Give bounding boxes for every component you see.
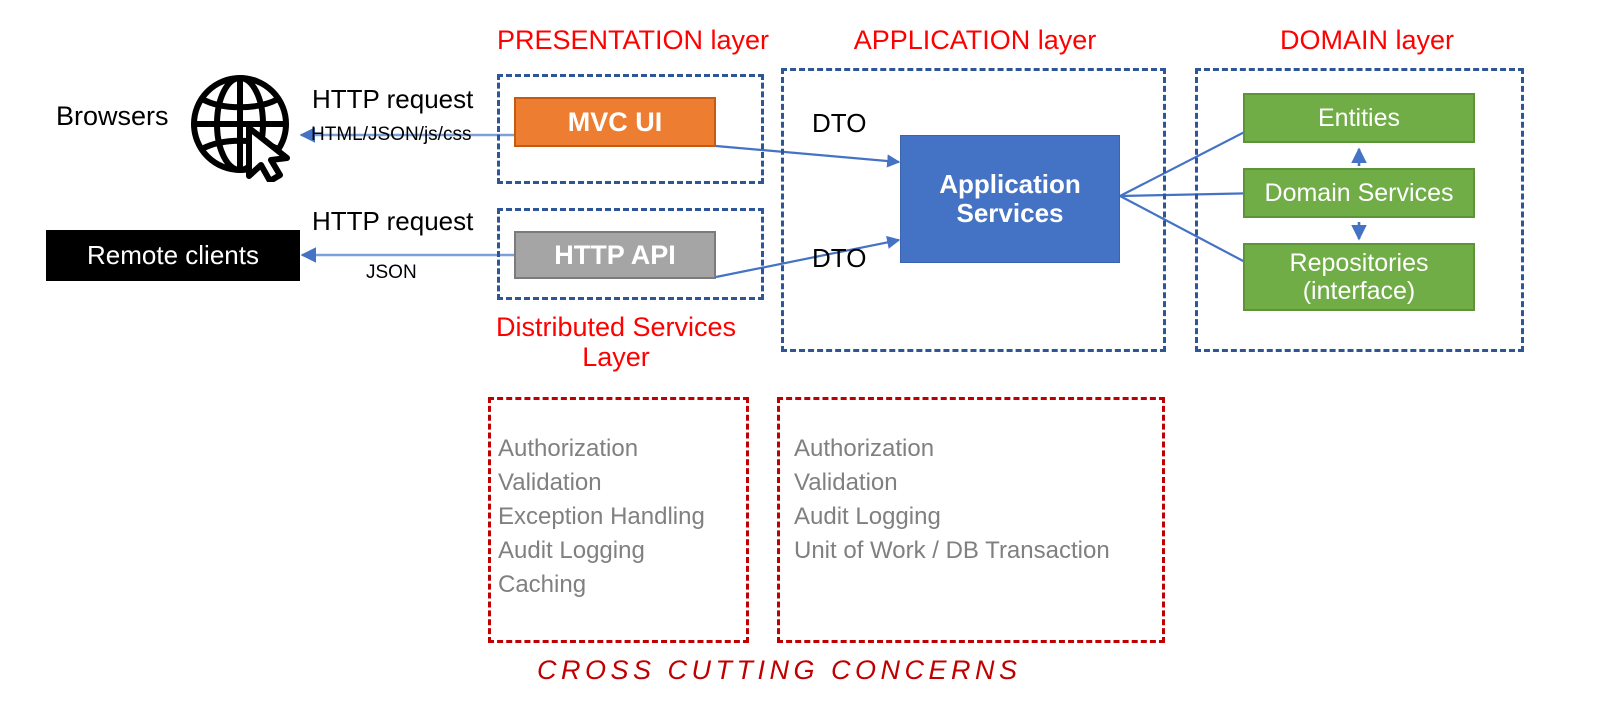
repositories-label-line1: Repositories [1289, 249, 1429, 277]
application-services-box: Application Services [900, 135, 1120, 263]
dto-bottom-label: DTO [812, 243, 867, 273]
client-response-label: JSON [366, 262, 417, 283]
application-concerns-container [777, 397, 1165, 643]
concern-item: Exception Handling [498, 503, 705, 531]
presentation-api-container [497, 208, 764, 300]
concern-item: Authorization [794, 435, 935, 462]
domain-services-label: Domain Services [1264, 179, 1454, 207]
concern-item: Authorization [498, 435, 639, 462]
distributed-services-layer-title: Distributed Services Layer [490, 312, 742, 372]
browser-request-label: HTTP request [312, 84, 474, 114]
concern-item: Validation [498, 469, 602, 497]
presentation-layer-title: PRESENTATION layer [497, 25, 770, 55]
repositories-box: Repositories (interface) [1243, 243, 1475, 311]
concern-item: Audit Logging [498, 537, 645, 565]
distributed-services-layer-title-line1: Distributed Services [495, 312, 737, 342]
domain-layer-title: DOMAIN layer [1279, 25, 1455, 55]
application-services-label-line1: Application [939, 168, 1081, 199]
remote-clients-box: Remote clients [46, 230, 300, 281]
entities-label: Entities [1318, 104, 1400, 132]
cross-cutting-concerns-footer: CROSS CUTTING CONCERNS [537, 655, 1022, 685]
concern-item: Unit of Work / DB Transaction [794, 537, 1110, 565]
mvc-ui-label: MVC UI [567, 106, 663, 137]
browser-response-label: HTML/JSON/js/css [311, 124, 472, 145]
application-layer-title: APPLICATION layer [853, 25, 1097, 55]
browsers-label: Browsers [56, 101, 169, 131]
concern-item: Validation [794, 469, 898, 497]
presentation-concerns-container [488, 397, 749, 643]
presentation-concerns-list: Authorization Validation Exception Handl… [498, 432, 705, 602]
concern-item: Caching [498, 571, 587, 599]
dto-top-label: DTO [812, 108, 867, 138]
application-concerns-list: Authorization Validation Audit Logging U… [794, 432, 1110, 568]
entities-box: Entities [1243, 93, 1475, 143]
mvc-ui-box: MVC UI [514, 97, 716, 147]
domain-services-box: Domain Services [1243, 168, 1475, 218]
application-services-label-line2: Services [956, 198, 1064, 228]
repositories-label-line2: (interface) [1302, 277, 1416, 305]
presentation-mvc-container [497, 74, 764, 184]
globe-cursor-icon [191, 75, 290, 182]
client-request-label: HTTP request [312, 206, 474, 236]
application-layer-container [781, 68, 1166, 352]
concern-item: Audit Logging [794, 503, 941, 531]
http-api-label: HTTP API [554, 239, 676, 270]
distributed-services-layer-title-line2: Layer [582, 341, 650, 372]
remote-clients-label: Remote clients [87, 239, 259, 270]
domain-layer-container [1195, 68, 1524, 352]
http-api-box: HTTP API [514, 231, 716, 279]
